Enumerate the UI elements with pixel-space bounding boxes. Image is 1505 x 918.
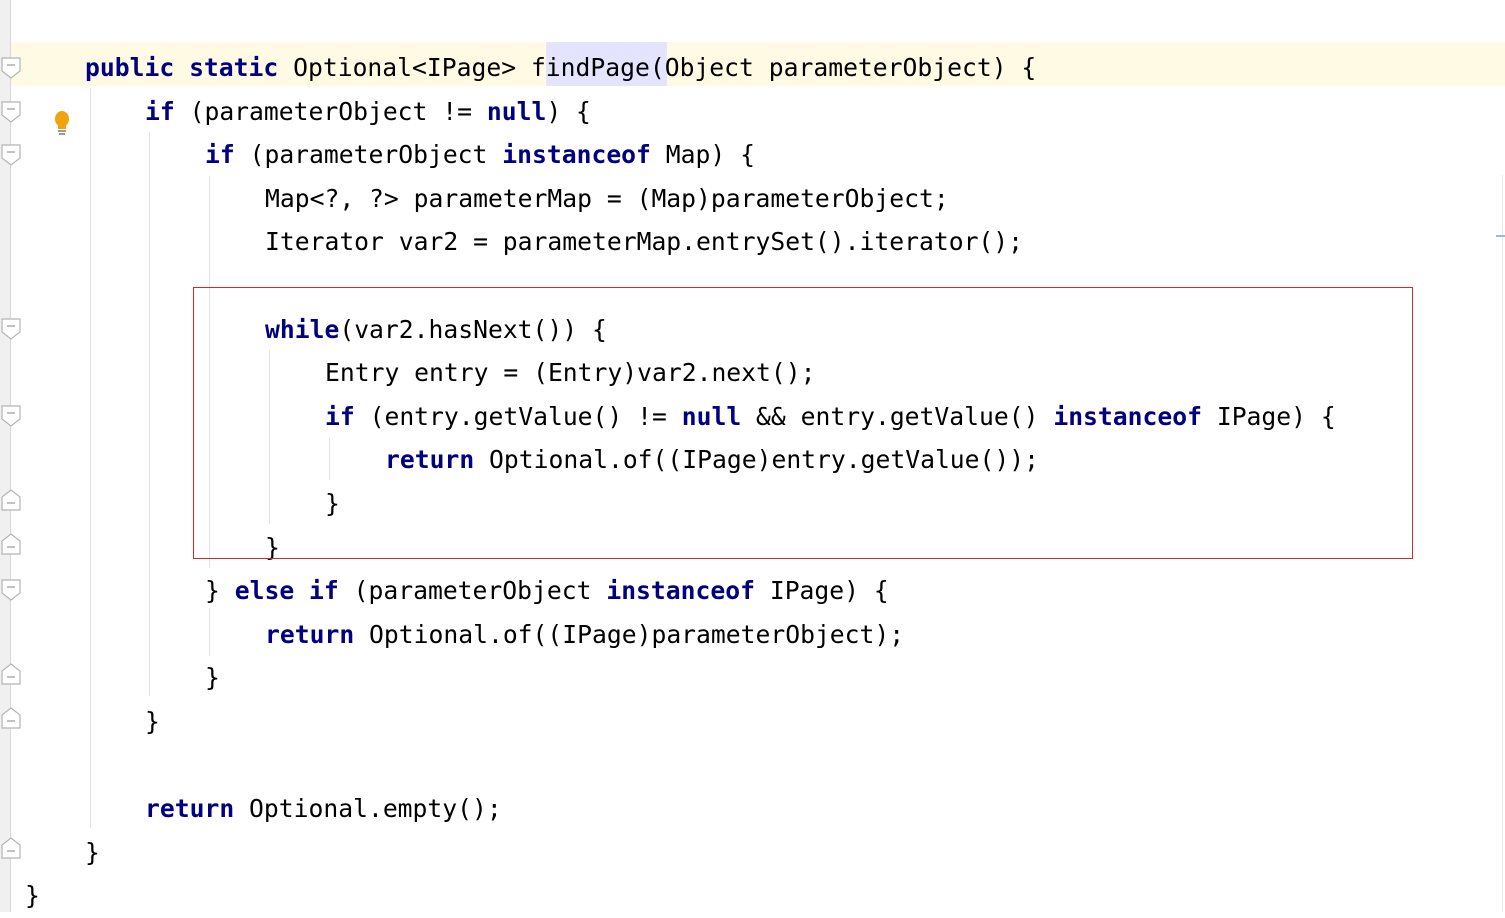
code-text: Optional.empty(); (234, 794, 502, 824)
code-keyword: static (189, 53, 279, 82)
annotation-box (193, 287, 1413, 559)
code-text: } (145, 707, 160, 736)
code-line[interactable]: return Optional.of((IPage)parameterObjec… (265, 613, 904, 657)
code-line[interactable]: } (265, 526, 280, 570)
code-line[interactable]: } (205, 656, 220, 700)
scrollbar-marker[interactable] (1496, 235, 1505, 237)
code-line[interactable]: Entry entry = (Entry)var2.next(); (325, 351, 815, 395)
code-line[interactable]: public static Optional<IPage> findPage(O… (85, 46, 1036, 90)
code-text: (var2.hasNext()) { (339, 314, 607, 344)
fold-marker-icon[interactable] (1, 836, 21, 860)
code-text: && entry.getValue() (741, 401, 1054, 431)
scrollbar-track[interactable] (1502, 175, 1503, 912)
lightbulb-icon[interactable] (52, 110, 72, 136)
code-line[interactable]: Map<?, ?> parameterMap = (Map)parameterO… (265, 177, 949, 221)
code-text: Optional.of((IPage)entry.getValue()); (474, 445, 1039, 475)
code-text: ) { (546, 96, 591, 126)
code-keyword: while (265, 314, 340, 344)
code-keyword: null (681, 401, 742, 431)
current-line-highlight (11, 42, 1505, 86)
indent-guide (329, 438, 330, 480)
indent-guide (209, 176, 210, 568)
code-keyword: if (205, 140, 235, 170)
code-keyword: instanceof (502, 140, 651, 170)
fold-marker-icon[interactable] (1, 317, 21, 341)
code-text: } (205, 663, 220, 693)
code-text: } (325, 489, 340, 518)
code-text: (entry.getValue() != (354, 401, 682, 431)
fold-marker-icon[interactable] (1, 706, 21, 730)
fold-marker-icon[interactable] (1, 143, 21, 167)
code-line[interactable]: if (parameterObject != null) { (145, 90, 591, 134)
code-keyword: return (385, 445, 475, 475)
code-keyword: if (325, 401, 355, 431)
fold-marker-icon[interactable] (1, 404, 21, 428)
code-keyword: public (85, 53, 175, 82)
indent-guide (269, 350, 270, 524)
code-line[interactable]: } (85, 831, 100, 875)
code-text: } (205, 576, 235, 606)
fold-marker-icon[interactable] (1, 56, 21, 80)
code-line[interactable]: if (entry.getValue() != null && entry.ge… (325, 395, 1336, 439)
method-name: findPage (530, 53, 650, 82)
code-line[interactable]: } else if (parameterObject instanceof IP… (205, 569, 889, 613)
code-line[interactable]: } (145, 700, 160, 744)
code-text (174, 53, 189, 82)
fold-marker-icon[interactable] (1, 488, 21, 512)
method-name-highlight (546, 42, 667, 86)
code-keyword: else if (234, 576, 339, 606)
code-keyword: instanceof (1053, 401, 1202, 431)
fold-marker-icon[interactable] (1, 100, 21, 124)
code-text: (parameterObject (234, 140, 503, 170)
code-text: Iterator var2 = parameterMap.entrySet().… (265, 227, 1024, 257)
code-text: IPage) { (754, 576, 889, 606)
indent-guide (209, 608, 210, 656)
indent-guide (90, 88, 91, 828)
code-line[interactable]: Iterator var2 = parameterMap.entrySet().… (265, 220, 1023, 264)
code-text: } (265, 532, 280, 562)
code-line[interactable]: } (325, 482, 340, 526)
code-text: Map<?, ?> parameterMap = (Map)parameterO… (265, 183, 949, 213)
code-text: (Object parameterObject) { (649, 53, 1037, 82)
fold-marker-icon[interactable] (1, 662, 21, 686)
code-text: } (25, 881, 40, 911)
fold-marker-icon[interactable] (1, 578, 21, 602)
code-keyword: null (486, 96, 547, 126)
code-line[interactable]: return Optional.of((IPage)entry.getValue… (385, 438, 1039, 482)
code-text: } (85, 837, 100, 867)
code-text: Map) { (650, 140, 755, 170)
code-keyword: return (145, 794, 235, 824)
code-line[interactable]: if (parameterObject instanceof Map) { (205, 133, 755, 177)
code-text: Entry entry = (Entry)var2.next(); (325, 358, 816, 388)
code-text: (parameterObject != (174, 96, 487, 126)
code-text: Optional<IPage> (278, 53, 531, 82)
code-keyword: instanceof (606, 576, 755, 606)
code-line[interactable]: } (25, 874, 40, 918)
code-text: Optional.of((IPage)parameterObject); (354, 619, 905, 649)
code-line[interactable]: while(var2.hasNext()) { (265, 308, 607, 352)
gutter-divider (10, 0, 11, 912)
fold-marker-icon[interactable] (1, 532, 21, 556)
code-text: IPage) { (1201, 401, 1336, 431)
code-keyword: if (145, 96, 175, 126)
indent-guide (149, 132, 150, 696)
editor-gutter (0, 0, 10, 912)
code-text: (parameterObject (338, 576, 607, 606)
code-line[interactable]: return Optional.empty(); (145, 787, 502, 831)
code-keyword: return (265, 619, 355, 649)
